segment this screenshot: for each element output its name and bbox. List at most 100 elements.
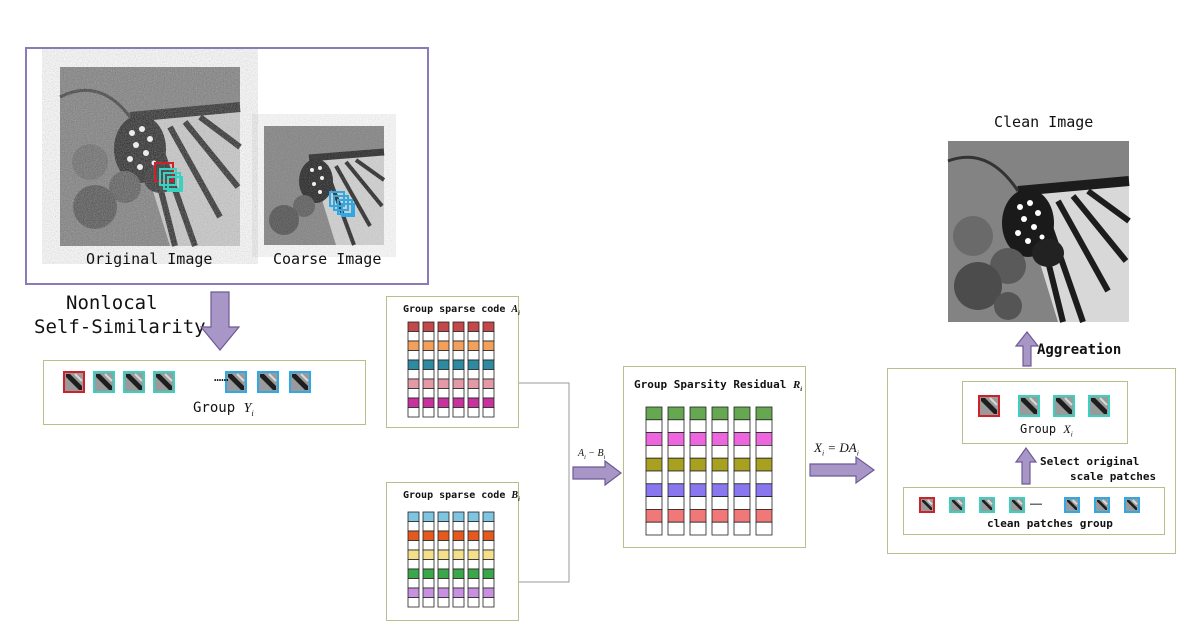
a-minus-b-sub2: i: [603, 455, 606, 461]
matrix-cell-filled: [452, 530, 465, 541]
matrix-cell-empty: [645, 445, 663, 459]
matrix-cell-empty: [422, 369, 435, 380]
matrix-cell-empty: [452, 331, 465, 342]
matrix-cell-filled: [645, 457, 663, 472]
matrix-cell-empty: [407, 407, 420, 418]
group-y-symbol-sub: i: [251, 408, 254, 418]
matrix-cell-filled: [407, 397, 420, 408]
residual-label: Group Sparsity Residual Ri: [634, 378, 802, 393]
matrix-cell-empty: [452, 521, 465, 532]
patch-thumbnail: [289, 371, 311, 393]
matrix-cell-filled: [422, 321, 435, 332]
matrix-cell-empty: [755, 521, 773, 536]
original-image: [59, 67, 242, 247]
residual-letter: R: [792, 379, 801, 391]
group-y-patches: [63, 371, 311, 393]
matrix-cell-filled: [689, 483, 707, 498]
matrix-cell-filled: [452, 340, 465, 351]
group-x-patches: [978, 395, 1110, 417]
matrix-cell-filled: [452, 511, 465, 522]
matrix-cell-empty: [422, 521, 435, 532]
matrix-cell-filled: [437, 530, 450, 541]
matrix-cell-empty: [437, 350, 450, 361]
clean-patches-label: clean patches group: [987, 517, 1113, 530]
matrix-cell-filled: [689, 509, 707, 523]
matrix-cell-empty: [467, 521, 480, 532]
matrix-cell-filled: [482, 378, 495, 389]
patch-thumbnail: [1018, 395, 1040, 417]
matrix-cell-filled: [407, 530, 420, 541]
a-minus-b-mid: − B: [585, 448, 604, 459]
matrix-cell-filled: [422, 587, 435, 598]
matrix-cell-empty: [733, 496, 751, 510]
matrix-cell-empty: [467, 559, 480, 570]
sparse-code-b-text: Group sparse code: [403, 490, 506, 501]
matrix-cell-filled: [755, 483, 773, 498]
matrix-cell-empty: [711, 419, 729, 434]
a-minus-b-a: A: [578, 448, 585, 459]
matrix-cell-filled: [437, 549, 450, 560]
matrix-cell-empty: [467, 540, 480, 551]
matrix-cell-empty: [452, 369, 465, 380]
right-arrow-xi: [809, 455, 876, 485]
coarse-image: [264, 126, 386, 246]
select-label-line2: scale patches: [1070, 470, 1157, 483]
group-x-letter: X: [1063, 422, 1071, 436]
patch-thumbnail: [1124, 497, 1140, 513]
matrix-cell-filled: [422, 340, 435, 351]
matrix-cell-filled: [733, 406, 751, 421]
matrix-cell-filled: [452, 549, 465, 560]
matrix-cell-empty: [755, 496, 773, 510]
matrix-cell-filled: [645, 406, 663, 421]
matrix-cell-filled: [482, 530, 495, 541]
matrix-cell-filled: [407, 587, 420, 598]
patch-thumbnail: [257, 371, 279, 393]
group-y-label: Group Yi: [193, 400, 254, 418]
matrix-cell-filled: [467, 321, 480, 332]
matrix-cell-filled: [733, 509, 751, 523]
matrix-cell-empty: [407, 388, 420, 399]
sparse-code-b-matrix: [407, 511, 495, 608]
matrix-cell-empty: [452, 350, 465, 361]
matrix-cell-filled: [482, 549, 495, 560]
up-arrow-select: [1014, 446, 1038, 485]
matrix-cell-filled: [482, 587, 495, 598]
matrix-cell-filled: [467, 549, 480, 560]
matrix-cell-empty: [482, 578, 495, 589]
clean-patches-dots: ……: [1030, 497, 1043, 508]
matrix-cell-empty: [467, 388, 480, 399]
matrix-cell-empty: [482, 540, 495, 551]
sparse-code-a-sub: i: [518, 311, 520, 317]
matrix-cell-filled: [482, 397, 495, 408]
matrix-cell-filled: [437, 568, 450, 579]
patch-thumbnail: [949, 497, 965, 513]
group-x-label: Group Xi: [1020, 422, 1073, 438]
matrix-cell-filled: [467, 511, 480, 522]
matrix-cell-empty: [437, 407, 450, 418]
sparse-code-b-label: Group sparse code Bi: [403, 490, 520, 503]
matrix-cell-empty: [437, 597, 450, 608]
matrix-cell-empty: [407, 350, 420, 361]
group-x-symbol: Xi: [1063, 422, 1072, 438]
matrix-cell-filled: [437, 340, 450, 351]
matrix-cell-filled: [733, 432, 751, 446]
residual-matrix: [645, 406, 773, 536]
matrix-cell-filled: [407, 549, 420, 560]
matrix-cell-filled: [733, 457, 751, 472]
matrix-cell-empty: [422, 388, 435, 399]
residual-text: Group Sparsity Residual: [634, 378, 787, 391]
matrix-cell-empty: [645, 419, 663, 434]
matrix-cell-filled: [422, 359, 435, 370]
group-x-text: Group: [1020, 422, 1057, 436]
matrix-cell-filled: [482, 568, 495, 579]
clean-patches-box: [903, 487, 1165, 535]
matrix-cell-filled: [689, 406, 707, 421]
matrix-cell-empty: [482, 407, 495, 418]
matrix-cell-filled: [667, 509, 685, 523]
matrix-cell-filled: [711, 509, 729, 523]
matrix-cell-filled: [645, 483, 663, 498]
matrix-cell-empty: [667, 496, 685, 510]
matrix-cell-filled: [733, 483, 751, 498]
matrix-cell-filled: [452, 568, 465, 579]
clean-image-label: Clean Image: [994, 113, 1094, 131]
